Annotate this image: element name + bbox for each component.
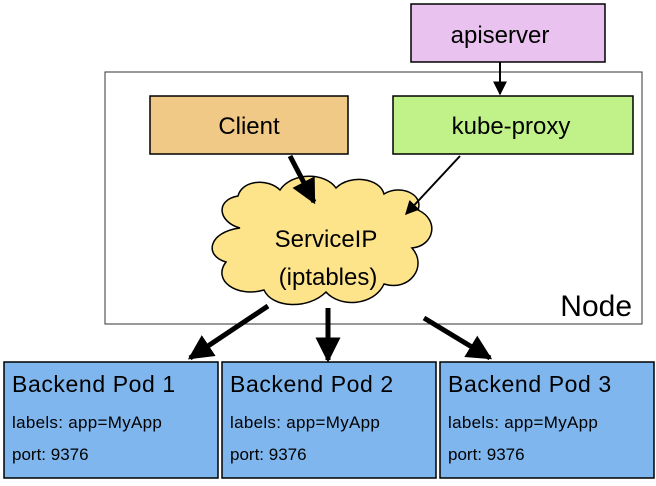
arrow-client-to-service-ip xyxy=(287,154,317,205)
apiserver-box xyxy=(410,3,606,63)
arrow-kube-proxy-to-service-ip xyxy=(405,155,461,216)
node-frame xyxy=(104,71,643,325)
pod-labels: labels: app=MyApp xyxy=(448,413,598,432)
pod-port: port: 9376 xyxy=(12,445,89,464)
service-ip-label-line1: ServiceIP xyxy=(275,226,378,253)
apiserver-label: apiserver xyxy=(451,22,550,49)
service-ip-cloud xyxy=(211,175,433,306)
backend-pod-1: Backend Pod 1 labels: app=MyApp port: 93… xyxy=(3,361,219,479)
arrow-service-ip-to-pod-1 xyxy=(187,303,270,361)
pod-title: Backend Pod 2 xyxy=(230,371,394,397)
pod-labels: labels: app=MyApp xyxy=(12,413,162,432)
pod-title: Backend Pod 1 xyxy=(12,371,176,397)
pod-port: port: 9376 xyxy=(448,445,525,464)
kube-proxy-label: kube-proxy xyxy=(452,113,571,140)
pod-title: Backend Pod 3 xyxy=(448,371,612,397)
client-label: Client xyxy=(218,113,280,140)
pod-port: port: 9376 xyxy=(230,445,307,464)
kube-proxy-box xyxy=(392,95,634,155)
backend-pod-2: Backend Pod 2 labels: app=MyApp port: 93… xyxy=(221,361,437,479)
backend-pod-3: Backend Pod 3 labels: app=MyApp port: 93… xyxy=(439,361,655,479)
client-box xyxy=(149,95,349,155)
pod-labels: labels: app=MyApp xyxy=(230,413,380,432)
node-label: Node xyxy=(560,290,632,323)
service-ip-label-line2: (iptables) xyxy=(279,264,378,291)
arrow-service-ip-to-pod-3 xyxy=(422,315,493,361)
